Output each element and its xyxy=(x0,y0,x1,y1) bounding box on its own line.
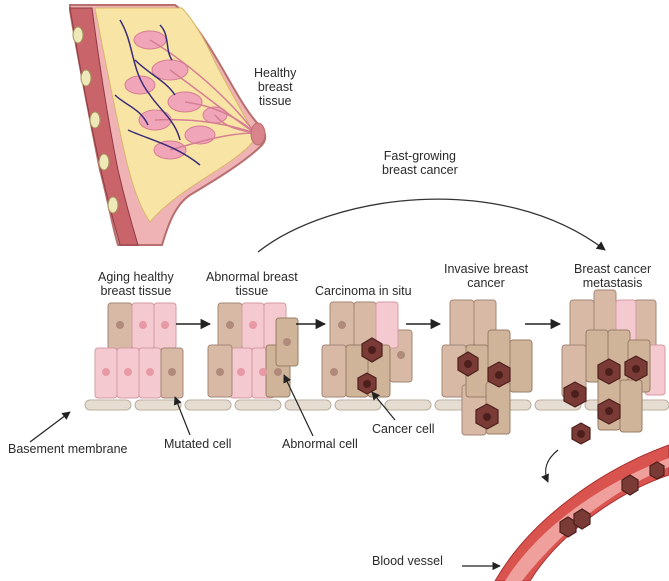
stage1-line2: breast tissue xyxy=(98,284,174,298)
abnormal-cell-label: Abnormal cell xyxy=(282,437,358,451)
mutated-cell-label: Mutated cell xyxy=(164,437,231,451)
stage-abnormal-tissue-label: Abnormal breast tissue xyxy=(206,270,298,298)
basement-membrane-pointer xyxy=(30,412,70,442)
stage-abnormal-tissue-cells xyxy=(208,303,298,398)
basement-membrane-label: Basement membrane xyxy=(8,442,128,456)
blood-vessel-label: Blood vessel xyxy=(372,554,443,568)
stage2-line2: tissue xyxy=(206,284,298,298)
stage-invasive-cancer-cells xyxy=(442,300,532,435)
stage-aging-healthy-label: Aging healthy breast tissue xyxy=(98,270,174,298)
stage4-line1: Invasive breast xyxy=(444,262,528,276)
stage-carcinoma-label: Carcinoma in situ xyxy=(315,284,412,298)
stage-carcinoma-in-situ-cells xyxy=(322,302,412,397)
cancer-cell-label: Cancer cell xyxy=(372,422,435,436)
fast-growing-line1: Fast-growing xyxy=(382,149,458,163)
stage-metastasis-label: Breast cancer metastasis xyxy=(574,262,651,290)
blood-vessel xyxy=(495,445,669,581)
breast-illustration xyxy=(70,5,265,245)
stage5-line1: Breast cancer xyxy=(574,262,651,276)
fast-growing-line2: breast cancer xyxy=(382,163,458,177)
stage5-line2: metastasis xyxy=(574,276,651,290)
metastasis-flow-arrow xyxy=(546,450,558,482)
stage2-line1: Abnormal breast xyxy=(206,270,298,284)
healthy-breast-tissue-label: Healthy breast tissue xyxy=(254,66,296,108)
stage4-line2: cancer xyxy=(444,276,528,290)
healthy-label-line2: breast xyxy=(254,80,296,94)
stage1-line1: Aging healthy xyxy=(98,270,174,284)
healthy-label-line3: tissue xyxy=(254,94,296,108)
stage-metastasis-cells xyxy=(562,290,665,444)
fast-growing-label: Fast-growing breast cancer xyxy=(382,149,458,177)
stage3-line1: Carcinoma in situ xyxy=(315,284,412,298)
stage-aging-healthy-cells xyxy=(95,303,183,398)
fast-growing-arrow xyxy=(258,199,605,252)
stage-invasive-label: Invasive breast cancer xyxy=(444,262,528,290)
healthy-label-line1: Healthy xyxy=(254,66,296,80)
